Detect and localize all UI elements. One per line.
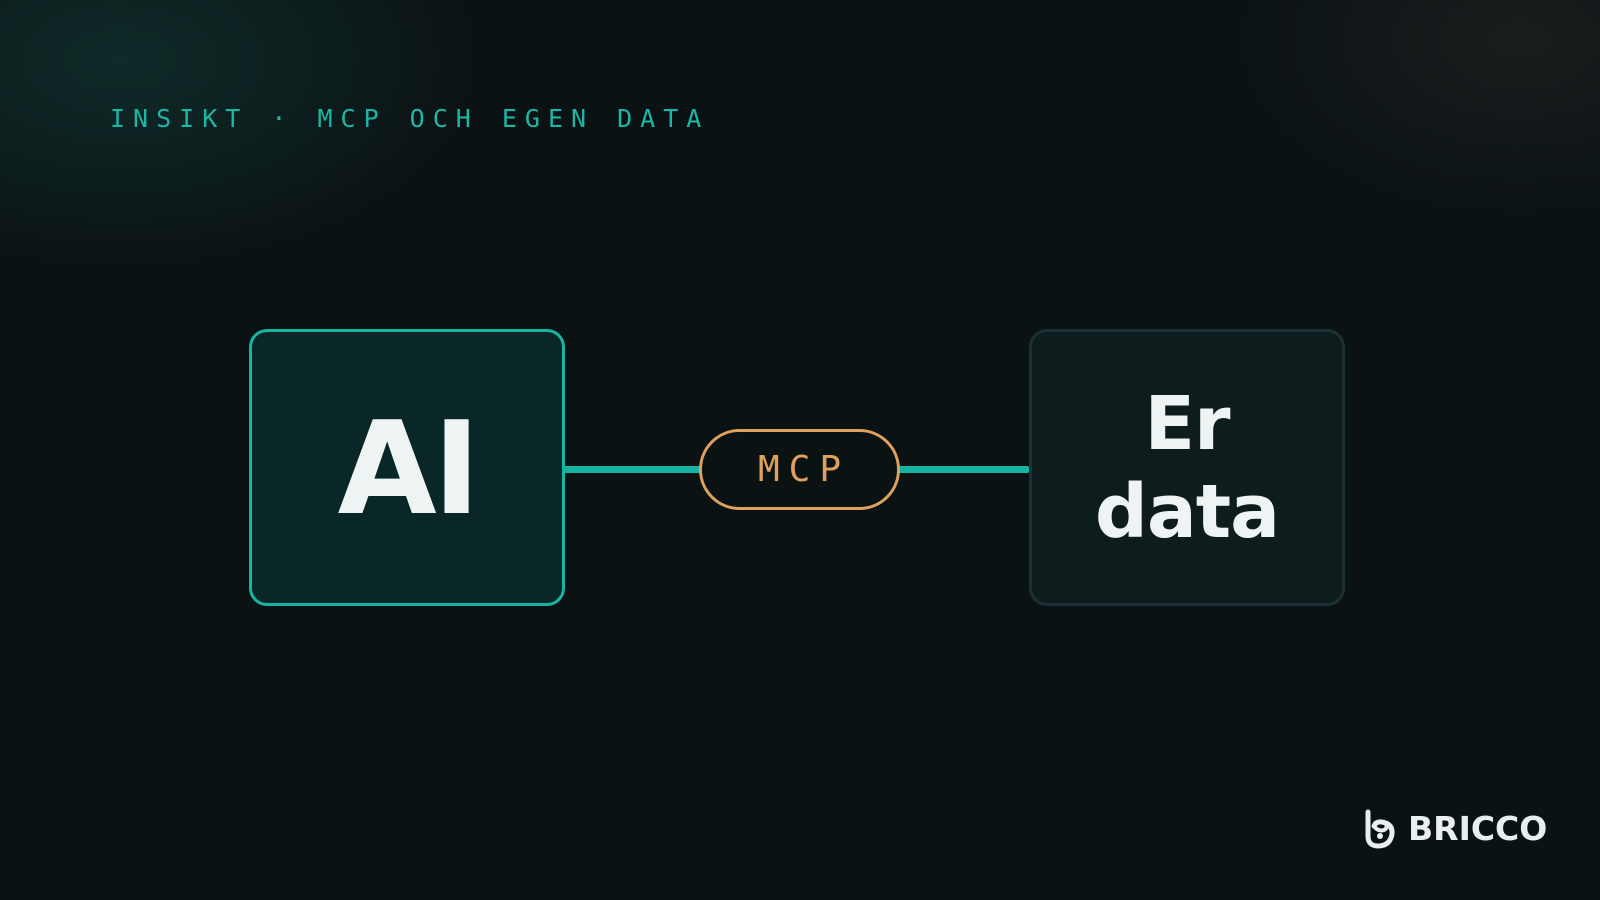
section-eyebrow: INSIKT · MCP OCH EGEN DATA [110,104,710,133]
connector-line-right [896,466,1030,473]
brand-logo: BRICCO [1358,806,1547,850]
bricco-logo-icon [1365,809,1395,849]
data-node: Er data [1029,329,1345,606]
data-node-label-line1: Er [1144,380,1230,467]
mcp-connector-pill: MCP [699,429,900,510]
mcp-connector-label: MCP [757,449,851,490]
ai-node: AI [249,329,565,606]
data-node-label-line2: data [1094,468,1280,555]
connector-line-left [556,466,702,473]
brand-name: BRICCO [1408,808,1548,848]
ai-node-label: AI [337,394,481,544]
data-node-label: Er data [1094,380,1280,556]
